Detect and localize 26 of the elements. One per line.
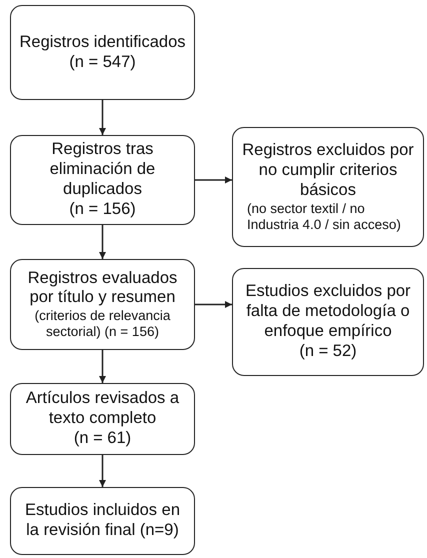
- box-text: Estudios excluidos por falta de metodología o enfoque empírico: [244, 282, 412, 342]
- arrow: [99, 455, 106, 487]
- box-text: (n = 156): [68, 200, 137, 220]
- box-text: Registros evaluados por título y resumen: [26, 268, 178, 308]
- process-box: [10, 259, 195, 350]
- arrow: [99, 350, 106, 383]
- box-text: (n = 52): [298, 342, 358, 362]
- box-text: Estudios incluidos en la revisión final (n=9): [24, 501, 181, 541]
- box-note: (no sector textil / no Industria 4.0 / sin acceso): [246, 200, 402, 233]
- box-text: Registros tras eliminación de duplicados: [48, 140, 156, 200]
- box-text: Registros identificados: [18, 32, 186, 52]
- arrow: [99, 100, 106, 135]
- process-box: [10, 487, 195, 555]
- box-text: Registros excluidos por no cumplir criterios básicos: [241, 141, 415, 200]
- process-box: [10, 5, 195, 100]
- process-box: [10, 135, 195, 225]
- box-note: (criterios de relevancia sectorial) (n = 156): [34, 308, 172, 340]
- process-box: [232, 268, 424, 376]
- box-text: (n = 61): [72, 428, 132, 449]
- arrow: [195, 176, 232, 184]
- arrow: [99, 225, 106, 259]
- process-box: [232, 127, 424, 247]
- box-text: Artículos revisados a texto completo: [24, 389, 180, 429]
- arrow: [195, 301, 232, 308]
- box-text: (n = 547): [68, 52, 137, 72]
- process-box: [10, 383, 195, 455]
